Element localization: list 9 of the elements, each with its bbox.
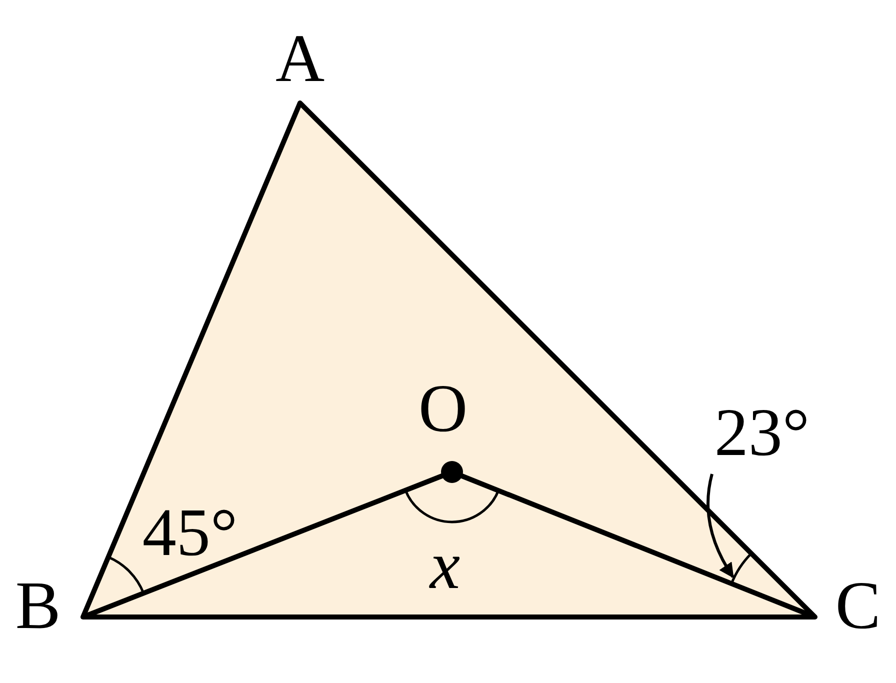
leader-line	[706, 474, 734, 578]
angle-arc	[730, 552, 752, 584]
angle-label: x	[430, 531, 460, 599]
point-label: O	[418, 374, 468, 442]
vertex-label: C	[835, 571, 881, 639]
angle-label: 23°	[714, 398, 810, 466]
vertex-label: B	[15, 571, 61, 639]
angle-label: 45°	[142, 498, 238, 566]
vertex-label: A	[275, 24, 325, 92]
